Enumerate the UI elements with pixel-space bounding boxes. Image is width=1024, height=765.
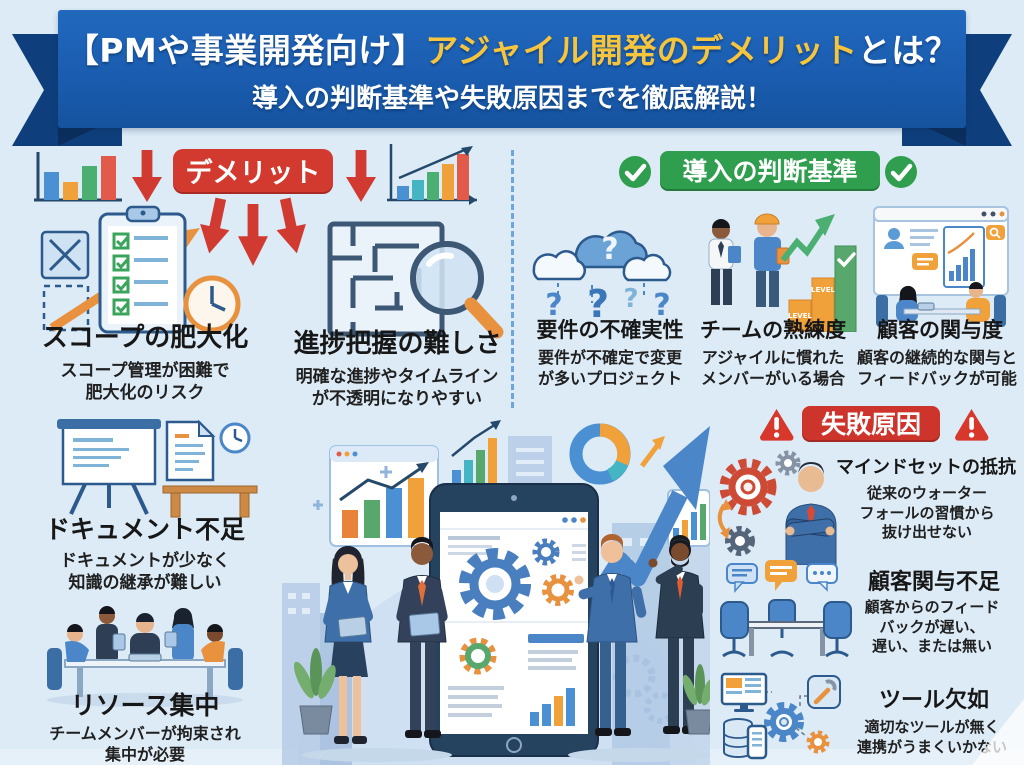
donut-chart [569,423,631,485]
criteria-3-title: 顧客の関与度 [877,318,1003,342]
demerit-1-title: スコープの肥大化 [41,323,249,353]
question-clouds-icon: ? ? ? ? ? [532,230,672,317]
gears-crossed-arms-icon [717,450,837,565]
floating-browser-chart [329,445,439,547]
demerit-badge: デメリット [173,149,333,192]
failure-3-desc: 適切なツールが無く 連携がうまくいかない [856,718,1007,756]
criteria-badge: 導入の判断基準 [660,151,880,189]
failure-3-title: ツール欠如 [878,688,989,713]
question-mark: ? [545,288,562,317]
team-meeting-icon [47,606,243,707]
question-mark: ? [623,284,638,314]
demerit-1-desc: スコープ管理が困難で 肥大化のリスク [60,361,230,404]
banner: 【PMや事業開発向け】アジャイル開発のデメリットとは？ 導入の判断基準や失敗原因… [58,10,966,128]
level-label: LEVEL [788,312,812,320]
question-mark: ? [653,288,670,317]
criteria-1-title: 要件の不確実性 [536,318,684,342]
criteria-2-desc: アジャイルに慣れた メンバーがいる場合 [700,348,845,388]
demerit-3-desc: ドキュメントが少なく 知識の継承が難しい [60,551,230,594]
disconnected-tools-icon [720,672,841,760]
level-label: LEVEL [811,286,835,294]
tablet-illustration [429,483,599,757]
plant-left [293,648,336,735]
maze-magnifier-icon [327,221,504,339]
demerit-4-desc: チームメンバーが拘束され 集中が必要 [49,724,241,764]
warning-triangle-icon [955,409,989,441]
whiteboard-document-clock-icon [57,419,258,518]
criteria-2-title: チームの熟練度 [699,318,847,342]
failure-1-title: マインドセットの抵抗 [836,457,1016,478]
failure-2-title: 顧客関与不足 [867,570,1000,595]
banner-title-prefix: 【PMや事業開発向け】 [65,30,426,70]
demerit-2-title: 進捗把握の難しさ [293,329,502,359]
demerit-4-title: リソース集中 [70,691,220,720]
bar-chart-icon [34,152,122,202]
rising-bar-chart-icon [387,144,477,205]
question-mark: ? [587,282,609,317]
team-level-steps-icon: LEVEL LEVEL [708,213,857,332]
banner-subtitle: 導入の判断基準や失敗原因までを徹底解説！ [251,83,772,114]
check-circle-icon [619,156,651,188]
demerit-2-desc: 明確な進捗やタイムライン が不透明になりやすい [295,367,499,410]
person-woman [323,546,374,744]
floating-bar-chart [451,420,501,486]
criteria-1-desc: 要件が不確定で変更 が多いプロジェクト [537,348,682,388]
failure-2-desc: 顧客からのフィード バックが遅い、 遅い、または無い [864,598,1000,655]
person-presenter [574,534,647,736]
plant-right [682,664,710,735]
banner-title: 【PMや事業開発向け】アジャイル開発のデメリットとは？ [66,24,959,72]
empty-meeting-table-icon [720,560,852,658]
question-mark: ? [601,232,618,267]
person-man-clipboard [396,537,448,738]
vertical-dashed-divider [511,150,514,408]
banner-title-suffix: とは？ [857,30,959,70]
customer-dashboard-icon [873,206,1009,327]
failure-badge: 失敗原因 [802,406,940,440]
center-team-illustration [282,420,710,765]
failure-1-desc: 従来のウォーター フォールの習慣から 抜け出せない [859,484,995,541]
check-circle-icon [885,156,917,188]
scope-clipboard-clock-icon [40,205,241,334]
criteria-3-desc: 顧客の継続的な関与と フィードバックが可能 [856,348,1017,388]
banner-title-highlight: アジャイル開発のデメリット [425,30,858,70]
demerit-3-title: ドキュメント不足 [44,515,245,544]
down-arrow-icon [271,195,312,256]
warning-triangle-icon [760,409,794,441]
